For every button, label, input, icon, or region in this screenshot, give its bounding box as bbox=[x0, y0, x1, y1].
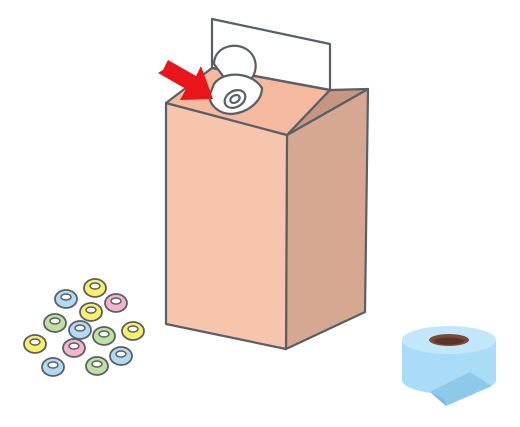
bead bbox=[92, 326, 116, 346]
tape-roll bbox=[402, 326, 496, 406]
bead bbox=[79, 302, 103, 322]
red-arrow-icon bbox=[158, 60, 213, 100]
bead bbox=[54, 289, 78, 309]
carton-front-face bbox=[164, 101, 289, 351]
pull-tab-hole bbox=[229, 93, 241, 105]
carton-roof-side bbox=[285, 87, 370, 137]
bead bbox=[68, 320, 92, 340]
bead bbox=[83, 278, 107, 298]
tape-roll-edge bbox=[430, 392, 446, 406]
bead bbox=[104, 293, 128, 313]
bead bbox=[85, 356, 109, 376]
bead bbox=[23, 334, 47, 354]
bead bbox=[43, 313, 67, 333]
beads-pile bbox=[23, 278, 145, 377]
bead bbox=[62, 338, 86, 358]
carton-pull-tab bbox=[208, 44, 264, 116]
tape-roll-strip bbox=[430, 372, 492, 406]
bead bbox=[121, 321, 145, 341]
milk-carton bbox=[164, 17, 370, 351]
tape-roll-core-inner bbox=[434, 337, 464, 345]
bead bbox=[41, 357, 65, 377]
bead bbox=[109, 346, 133, 366]
